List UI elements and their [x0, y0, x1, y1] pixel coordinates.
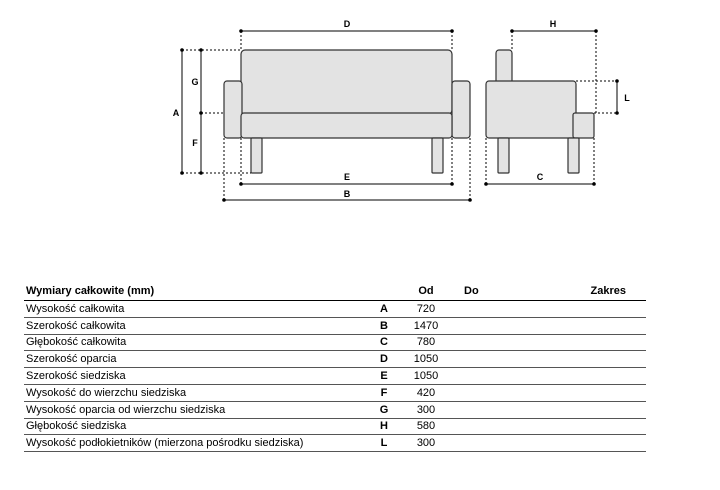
dimension-c: C	[484, 138, 596, 186]
label-g: G	[191, 77, 198, 87]
sofa-front-view	[223, 49, 471, 174]
table-row: Wysokość podłokietników (mierzona pośrod…	[24, 434, 646, 453]
table-header-row: Wymiary całkowite (mm) Od Do Zakres	[24, 282, 646, 301]
dimension-name: Głębokość siedziska	[24, 418, 362, 436]
do-value	[446, 418, 514, 436]
zakres-column-header: Zakres	[514, 282, 646, 301]
do-value	[446, 300, 514, 318]
zakres-value	[514, 334, 646, 352]
do-value	[446, 434, 514, 453]
do-value	[446, 401, 514, 419]
od-value: 300	[404, 434, 446, 453]
table-title: Wymiary całkowite (mm)	[24, 282, 362, 301]
front-seat	[240, 112, 453, 139]
dimension-letter: L	[362, 434, 404, 453]
od-value: 580	[404, 418, 446, 436]
do-value	[446, 384, 514, 402]
dimension-letter: D	[362, 350, 404, 369]
zakres-value	[514, 434, 646, 453]
dimension-name: Szerokość całkowita	[24, 317, 362, 335]
front-backrest	[240, 49, 453, 115]
do-value	[446, 317, 514, 335]
dimension-letter: G	[362, 401, 404, 419]
dimension-letter: H	[362, 418, 404, 436]
side-front-leg	[567, 137, 580, 174]
dimension-letter: C	[362, 334, 404, 352]
sofa-side-view	[485, 49, 595, 174]
dimension-a: A	[173, 48, 251, 175]
do-value	[446, 367, 514, 385]
label-d: D	[344, 19, 351, 29]
od-value: 720	[404, 300, 446, 318]
od-column-header: Od	[404, 282, 446, 301]
zakres-value	[514, 367, 646, 385]
zakres-value	[514, 300, 646, 318]
zakres-value	[514, 401, 646, 419]
side-armrest	[485, 80, 577, 139]
dimension-letter: B	[362, 317, 404, 335]
od-value: 1050	[404, 367, 446, 385]
dimension-letter: F	[362, 384, 404, 402]
dimension-e: E	[239, 138, 454, 186]
front-right-armrest	[451, 80, 471, 139]
letter-column-header	[362, 282, 404, 301]
od-value: 780	[404, 334, 446, 352]
label-e: E	[344, 172, 350, 182]
label-b: B	[344, 189, 351, 199]
dimension-name: Szerokość oparcia	[24, 350, 362, 369]
front-left-leg	[250, 137, 263, 174]
label-h: H	[550, 19, 557, 29]
do-value	[446, 334, 514, 352]
sofa-dimension-drawing: .body { fill: #e3e3e3; stroke: #333; str…	[173, 19, 630, 202]
dimensions-table: Wymiary całkowite (mm) Od Do Zakres Wyso…	[24, 282, 646, 453]
zakres-value	[514, 418, 646, 436]
zakres-value	[514, 317, 646, 335]
label-c: C	[537, 172, 544, 182]
label-l: L	[624, 93, 630, 103]
od-value: 420	[404, 384, 446, 402]
dimension-name: Szerokość siedziska	[24, 367, 362, 385]
od-value: 1470	[404, 317, 446, 335]
zakres-value	[514, 350, 646, 369]
dimension-b: B	[222, 138, 472, 202]
do-value	[446, 350, 514, 369]
dimension-d: D	[239, 19, 454, 50]
zakres-value	[514, 384, 646, 402]
side-back-leg	[497, 137, 510, 174]
dimension-letter: E	[362, 367, 404, 385]
label-a: A	[173, 108, 180, 118]
dimension-name: Wysokość do wierzchu siedziska	[24, 384, 362, 402]
dimension-name: Głębokość całkowita	[24, 334, 362, 352]
od-value: 300	[404, 401, 446, 419]
label-f: F	[192, 138, 198, 148]
side-seat-front	[572, 112, 595, 139]
dimension-name: Wysokość podłokietników (mierzona pośrod…	[24, 434, 362, 453]
dimension-l: L	[576, 79, 630, 115]
dimension-h: H	[510, 19, 598, 113]
od-value: 1050	[404, 350, 446, 369]
dimension-g: G	[191, 48, 224, 115]
front-right-leg	[431, 137, 444, 174]
dimension-name: Wysokość całkowita	[24, 300, 362, 318]
do-column-header: Do	[446, 282, 514, 301]
dimension-f: F	[192, 113, 203, 175]
dimension-letter: A	[362, 300, 404, 318]
dimension-name: Wysokość oparcia od wierzchu siedziska	[24, 401, 362, 419]
front-left-armrest	[223, 80, 243, 139]
